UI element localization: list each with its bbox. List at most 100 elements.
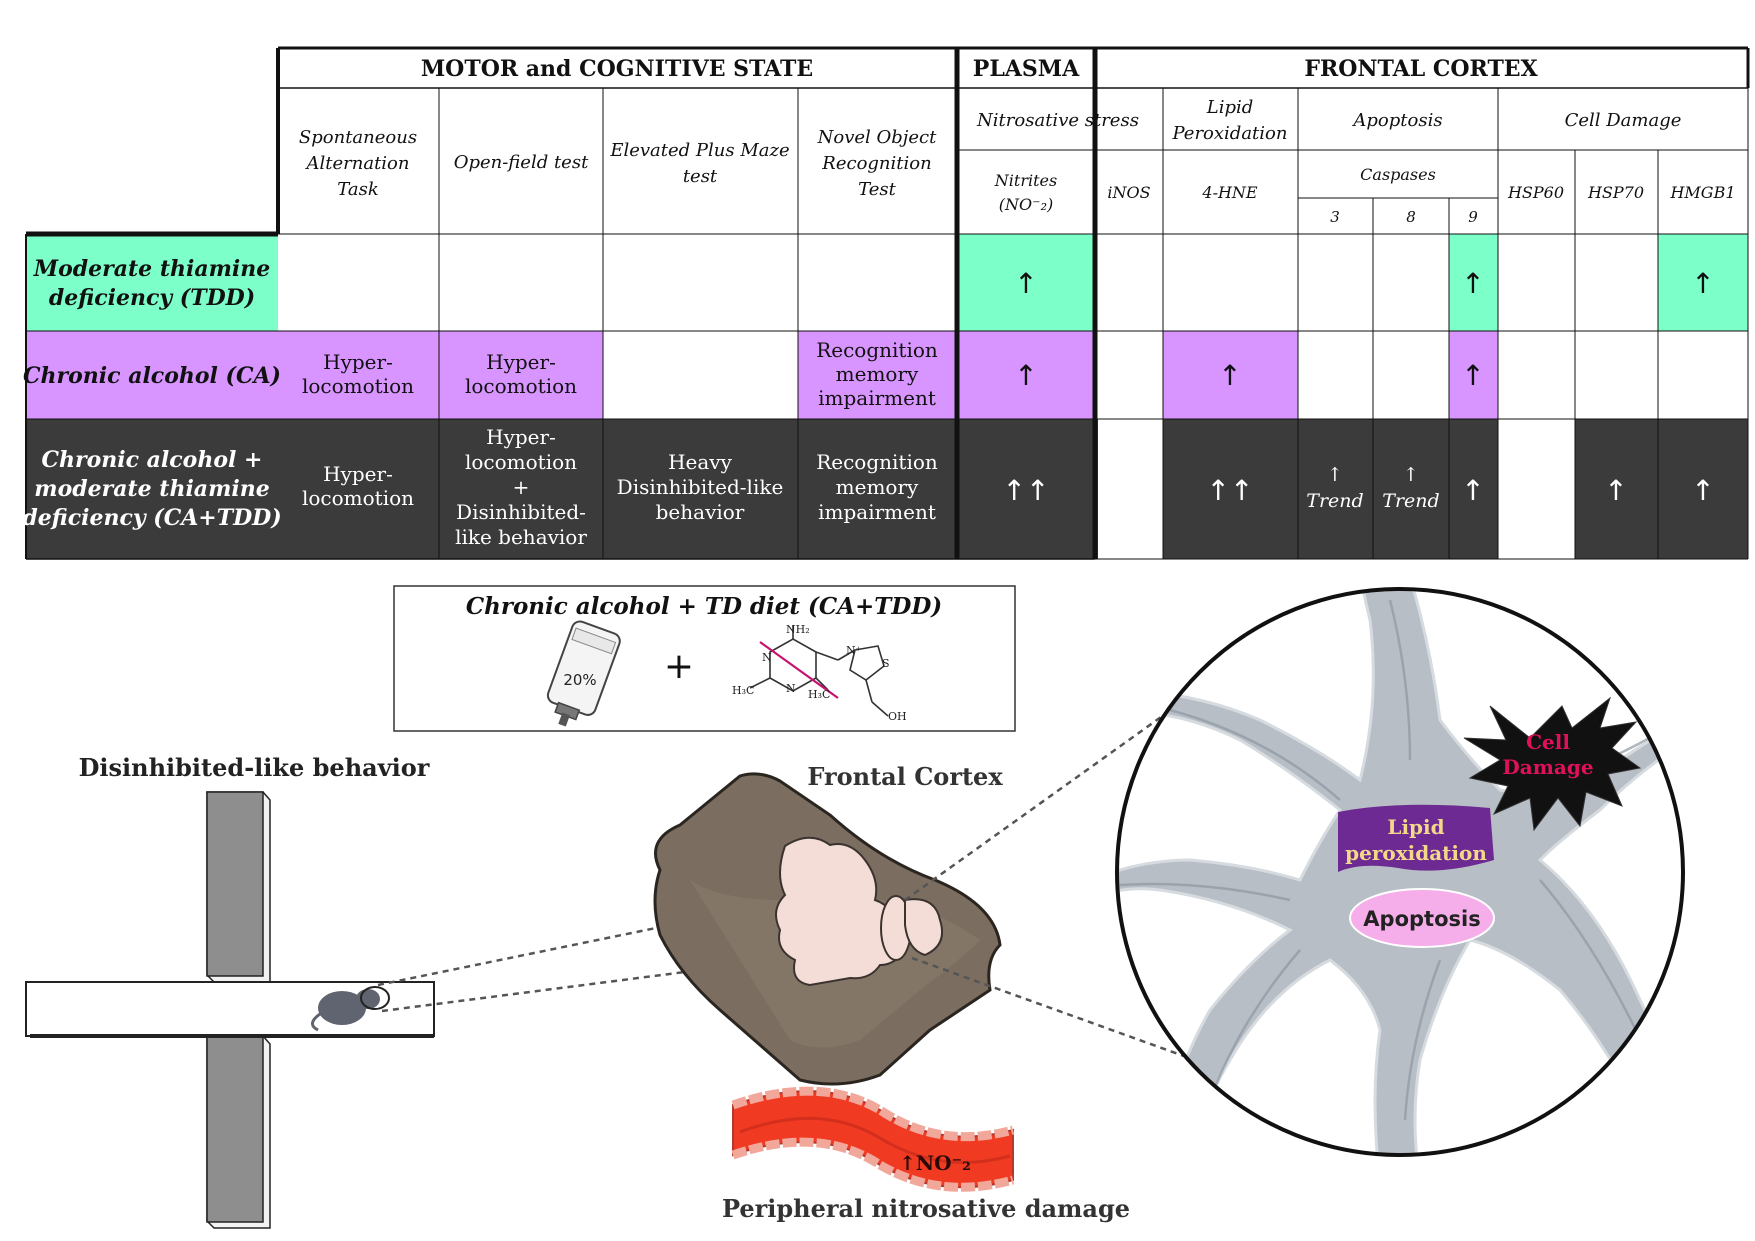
molecule-h3c1: H₃C	[732, 684, 754, 697]
ca-sat-text-line: Hyper-	[323, 350, 393, 374]
catdd-epm-text-line: Disinhibited-like	[617, 475, 784, 499]
molecule-nh2: NH₂	[786, 623, 810, 636]
row-label-tdd-line: Moderate thiamine	[33, 256, 270, 282]
brain-illustration: Frontal Cortex	[653, 650, 1329, 1110]
subheader-nitro: Nitrosative stress	[976, 110, 1139, 131]
table-grid	[25, 46, 1750, 560]
subheader-nor-line: Novel Object	[817, 127, 937, 148]
catdd-oft-text-line: like behavior	[455, 525, 587, 549]
tdd-casp9-arrow: ↑	[1461, 267, 1484, 300]
subheader-casp8: 8	[1406, 208, 1416, 226]
catdd-hsp70-arrow: ↑	[1604, 474, 1627, 507]
row-label-catdd-line: deficiency (CA+TDD)	[22, 505, 281, 531]
bottle-icon	[546, 620, 621, 727]
subheader-epm-line: test	[683, 166, 718, 187]
cell-damage-label-line: Damage	[1502, 755, 1593, 779]
tdd-nitrites-arrow: ↑	[1014, 267, 1037, 300]
subheader-casp3: 3	[1330, 208, 1340, 226]
molecule-s: S	[882, 657, 890, 670]
ca-hne-fill	[1163, 331, 1298, 419]
subheader-inos: iNOS	[1107, 183, 1150, 202]
catdd-oft-text-line: Disinhibited-	[456, 500, 586, 524]
catdd-fill-right	[1575, 419, 1748, 559]
cell-damage-label-line: Cell	[1526, 730, 1570, 754]
blood-vessel-illustration: ↑NO⁻₂ Peripheral nitrosative damage	[722, 1086, 1130, 1223]
catdd-oft-text-line: +	[513, 475, 530, 499]
subheader-celldamage-line: Cell Damage	[1565, 110, 1682, 131]
catdd-nor-text-line: Recognition	[816, 450, 938, 474]
catdd-epm-text-line: behavior	[656, 500, 745, 524]
ca-oft-text-line: locomotion	[465, 374, 577, 398]
maze-lower-arm	[206, 1035, 264, 1223]
ca-oft-text-line: Hyper-	[486, 350, 556, 374]
peripheral-label: Peripheral nitrosative damage	[722, 1194, 1130, 1223]
subheader-sat-line: Alternation	[305, 153, 410, 174]
tdd-casp9-fill	[1449, 234, 1498, 331]
molecule-oh: OH	[888, 710, 907, 723]
frontal-cortex-label: Frontal Cortex	[807, 762, 1003, 791]
ca-casp9-fill	[1449, 331, 1498, 419]
subheader-nor-line: Recognition	[821, 153, 931, 174]
diet-box-title: Chronic alcohol + TD diet (CA+TDD)	[466, 593, 942, 620]
catdd-oft-text: Hyper-locomotion+Disinhibited-like behav…	[455, 425, 587, 549]
catdd-casp3-text-line: ↑	[1327, 464, 1343, 486]
maze-upper-arm	[206, 791, 264, 977]
subheader-nor-line: Test	[858, 179, 896, 200]
ca-label-fill	[26, 331, 278, 419]
ca-oft-fill	[439, 331, 603, 419]
catdd-nitrites-arrows: ↑↑	[1003, 474, 1050, 507]
subheader-hmgb1: HMGB1	[1669, 183, 1735, 202]
subheader-caspases: Caspases	[1360, 165, 1436, 184]
subheader-nitrites-line: (NO⁻₂)	[999, 195, 1053, 214]
subheader-lipid-line: Peroxidation	[1172, 123, 1288, 144]
tdd-label-fill	[26, 234, 278, 331]
apoptosis-label: Apoptosis	[1363, 907, 1480, 931]
molecule-labels: NH₂ N N N⁺ S H₃C H₃C OH	[732, 623, 907, 723]
subheader-sat-line: Spontaneous	[299, 127, 417, 148]
group-cortex: FRONTAL CORTEX	[1304, 56, 1538, 82]
tdd-nitrites-fill	[957, 234, 1095, 331]
ca-oft-text: Hyper-locomotion	[465, 350, 577, 398]
lipid-label-line: Lipid	[1387, 815, 1444, 839]
catdd-nor-text-line: impairment	[818, 500, 936, 524]
catdd-casp8-text: ↑Trend	[1382, 464, 1439, 512]
molecule-n1: N	[762, 651, 772, 664]
subheader-apoptosis: Apoptosis	[1351, 110, 1442, 131]
ca-nitrites-arrow: ↑	[1014, 359, 1037, 392]
subheader-nitrites-line: Nitrites	[994, 171, 1057, 190]
ca-nor-fill	[798, 331, 957, 419]
thiamine-molecule-icon	[749, 625, 889, 717]
lipid-badge-icon	[1338, 804, 1494, 872]
row-label-ca: Chronic alcohol (CA)	[23, 363, 281, 389]
molecule-h3c2: H₃C	[808, 688, 830, 701]
ca-nitrites-fill	[957, 331, 1095, 419]
cells: ↑ ↑ ↑ Hyper-locomotion Hyper-locomotion …	[302, 267, 1715, 549]
catdd-casp8-text-line: Trend	[1382, 490, 1439, 512]
ca-nor-text-line: impairment	[818, 386, 936, 410]
catdd-sat-text: Hyper-locomotion	[302, 462, 414, 510]
ca-nor-text-line: Recognition	[816, 338, 938, 362]
ca-casp9-arrow: ↑	[1461, 359, 1484, 392]
neuron-circle-frame	[1115, 587, 1685, 1157]
group-headers: MOTOR and COGNITIVE STATE PLASMA FRONTAL…	[421, 56, 1539, 82]
catdd-hmgb1-arrow: ↑	[1691, 474, 1714, 507]
tdd-hmgb1-fill	[1658, 234, 1748, 331]
molecule-n2: N	[786, 682, 796, 695]
diet-box-frame	[393, 585, 1016, 732]
vessel-label: ↑NO⁻₂	[899, 1151, 971, 1175]
subheader-hsp60: HSP60	[1507, 183, 1564, 202]
catdd-sat-text-line: Hyper-	[323, 462, 393, 486]
row-label-catdd-line: moderate thiamine	[34, 476, 269, 502]
disinhibited-label: Disinhibited-like behavior	[79, 753, 430, 782]
cell-damage-burst-icon	[1463, 696, 1642, 832]
catdd-fill-mid	[1163, 419, 1498, 559]
subheader-apoptosis-line: Apoptosis	[1351, 110, 1442, 131]
subheader-nitro-line: Nitrosative stress	[976, 110, 1139, 131]
